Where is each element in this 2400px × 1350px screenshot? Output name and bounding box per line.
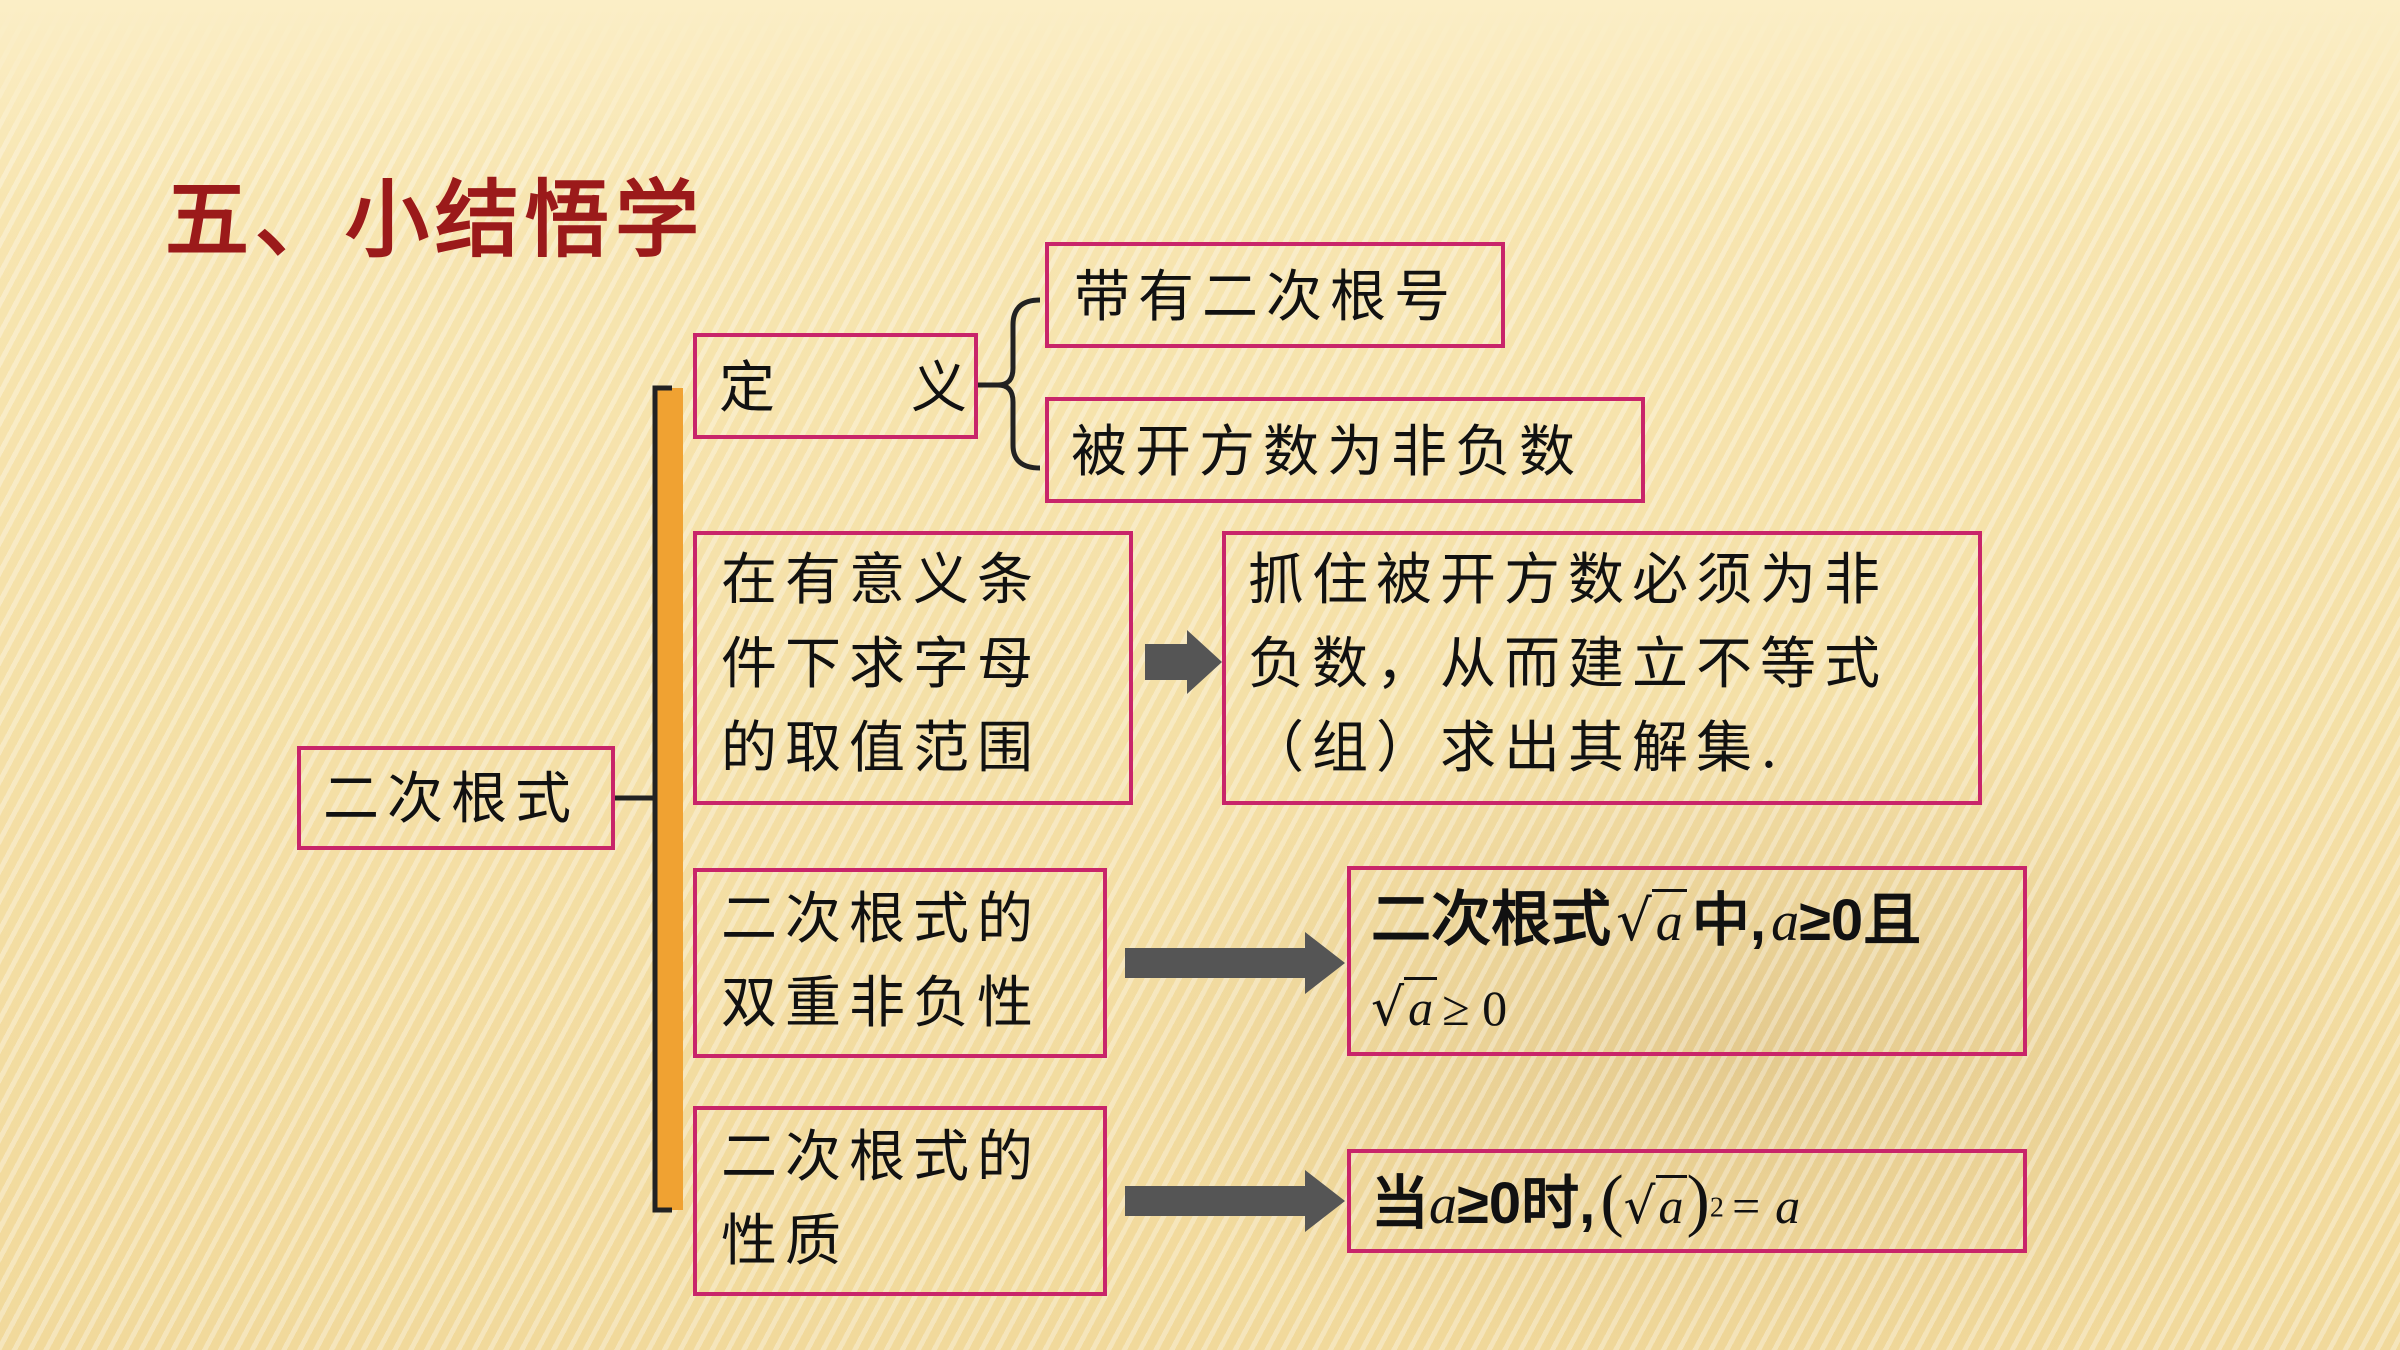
property-exponent: 2 — [1709, 1192, 1724, 1224]
sqrt-icon: √ — [1371, 978, 1405, 1038]
nonnegativity-middle: 中, — [1691, 888, 1766, 953]
paren-right-icon: ) — [1686, 1162, 1710, 1239]
property-eq: = a — [1728, 1178, 1801, 1234]
definition-item-1: 带有二次根号 — [1074, 265, 1458, 330]
property-label-line-2: 性质 — [721, 1209, 849, 1274]
range-label-line-1: 在有意义条 — [721, 548, 1041, 613]
property-var-2: a — [1655, 1175, 1687, 1234]
nonnegativity-label-line-1: 二次根式的 — [721, 887, 1041, 952]
property-box: 二次根式的 性质 — [693, 1106, 1107, 1296]
arrow-nonnegativity — [1125, 932, 1345, 994]
definition-label: 定 义 — [719, 356, 975, 421]
property-result-line: 当a≥0时, (√a)2 = a — [1371, 1153, 2023, 1249]
range-result-box: 抓住被开方数必须为非 负数，从而建立不等式 （组）求出其解集. — [1222, 531, 1982, 805]
property-var: a — [1429, 1174, 1458, 1236]
nonnegativity-result-box: 二次根式 √a 中, a≥0且 √a ≥ 0 — [1347, 866, 2027, 1056]
nonnegativity-result-line-2: √a ≥ 0 — [1371, 968, 2023, 1048]
range-box: 在有意义条 件下求字母 的取值范围 — [693, 531, 1133, 805]
definition-item-2: 被开方数为非负数 — [1071, 420, 1583, 485]
nonnegativity-var: a — [1651, 889, 1687, 952]
root-node-label: 二次根式 — [323, 767, 579, 832]
nonnegativity-box: 二次根式的 双重非负性 — [693, 868, 1107, 1058]
property-label-line-1: 二次根式的 — [721, 1125, 1041, 1190]
definition-brace — [997, 297, 1041, 471]
sqrt-icon: √ — [1623, 1177, 1656, 1235]
page-title: 五、小结悟学 — [165, 170, 706, 269]
range-result-line-1: 抓住被开方数必须为非 — [1248, 548, 1888, 613]
range-result-line-3: （组）求出其解集. — [1248, 716, 1786, 781]
arrow-property — [1125, 1170, 1345, 1232]
paren-left-icon: ( — [1600, 1162, 1624, 1239]
range-label-line-2: 件下求字母 — [721, 632, 1041, 697]
definition-item-box-1: 带有二次根号 — [1045, 242, 1505, 348]
sqrt-icon: √ — [1616, 889, 1652, 954]
definition-box: 定 义 — [693, 333, 978, 439]
nonnegativity-result-line-1: 二次根式 √a 中, a≥0且 — [1371, 872, 2023, 968]
nonnegativity-line2: ≥ 0 — [1442, 980, 1508, 1036]
definition-item-box-2: 被开方数为非负数 — [1045, 397, 1645, 503]
nonnegativity-prefix: 二次根式 — [1371, 886, 1611, 953]
nonnegativity-label-line-2: 双重非负性 — [721, 971, 1041, 1036]
arrow-range — [1145, 630, 1222, 694]
property-result-box: 当a≥0时, (√a)2 = a — [1347, 1149, 2027, 1253]
root-node-box: 二次根式 — [297, 746, 615, 850]
nonnegativity-var-3: a — [1404, 977, 1438, 1036]
range-result-line-2: 负数，从而建立不等式 — [1248, 632, 1888, 697]
range-label-line-3: 的取值范围 — [721, 716, 1041, 781]
property-cond: ≥0时, — [1457, 1171, 1596, 1236]
property-prefix: 当 — [1371, 1171, 1430, 1236]
nonnegativity-cond: ≥0且 — [1799, 888, 1922, 953]
main-brace-bar — [655, 388, 683, 1210]
nonnegativity-var-2: a — [1771, 891, 1800, 953]
